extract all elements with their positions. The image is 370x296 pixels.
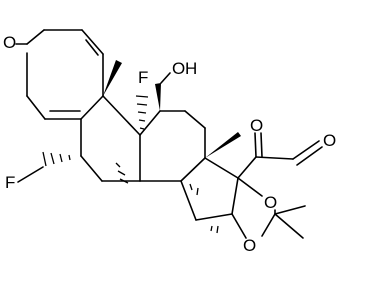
acetonide-oxygen-1-label: O: [264, 193, 277, 212]
hydroxyl-hydrogen-label: H: [185, 59, 197, 78]
c13-methyl-wedge: [205, 132, 241, 158]
side-chain: [237, 132, 323, 179]
c10-methyl-wedge: [103, 60, 122, 96]
ring-c: [139, 110, 206, 182]
hashed-bonds: [42, 95, 219, 234]
fluoro-6-label: F: [5, 173, 15, 192]
c11-oh-wedge: [155, 83, 161, 111]
fluoro-9-label: F: [138, 68, 148, 87]
ring-d: [180, 157, 239, 221]
ketone-oxygen-label: O: [3, 33, 16, 52]
hydroxyl-oxygen-label: O: [172, 59, 185, 78]
acetonide-ring: [231, 177, 306, 239]
acetonide-oxygen-2-label: O: [243, 236, 256, 255]
ring-b: [80, 95, 141, 182]
ring-a: [26, 29, 104, 120]
c21-oxygen-label: O: [323, 131, 336, 150]
c20-oxygen-label: O: [250, 116, 263, 135]
